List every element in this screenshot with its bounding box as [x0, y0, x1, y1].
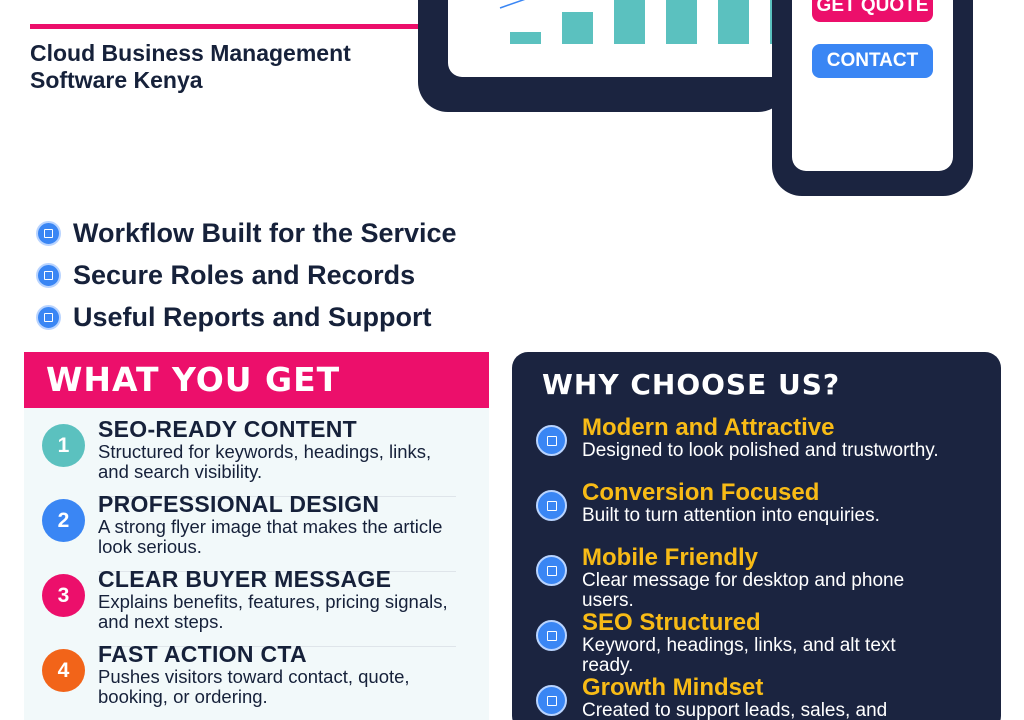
square-bullet-icon: [36, 262, 61, 288]
chart-bar-1: [510, 32, 541, 44]
divider: [98, 496, 456, 497]
chart-trend-line: [499, 0, 526, 9]
laptop-screen: [448, 0, 788, 77]
wcu-item-title: SEO Structured: [582, 609, 761, 636]
number-badge: 3: [42, 574, 85, 617]
wcu-item-title: Growth Mindset: [582, 674, 764, 701]
square-bullet-icon: [36, 220, 61, 246]
feature-label: Secure Roles and Records: [73, 259, 416, 290]
feature-label: Useful Reports and Support: [73, 301, 432, 332]
chart-bar-4: [666, 0, 697, 44]
phone-screen: GET QUOTE CONTACT: [792, 0, 953, 171]
why-choose-us-panel: WHY CHOOSE US? Modern and Attractive Des…: [512, 352, 1001, 720]
square-bullet-icon: [536, 685, 567, 716]
number-badge: 4: [42, 649, 85, 692]
decorative-bar-chart-graphic: [499, 0, 788, 44]
square-bullet-icon: [536, 620, 567, 651]
wcu-item-desc: Created to support leads, sales, and: [582, 700, 888, 720]
wyg-item-title: SEO-READY CONTENT: [98, 416, 357, 442]
accent-line: [30, 24, 418, 29]
contact-button[interactable]: CONTACT: [812, 44, 933, 78]
wcu-item-desc: Clear message for desktop and phone user…: [582, 570, 905, 611]
feature-item: Useful Reports and Support: [36, 296, 457, 338]
wcu-item-desc: Built to turn attention into enquiries.: [582, 505, 880, 526]
what-you-get-panel: WHAT YOU GET 1 SEO-READY CONTENT Structu…: [24, 352, 489, 720]
square-bullet-icon: [536, 490, 567, 521]
wyg-item-title: CLEAR BUYER MESSAGE: [98, 566, 392, 592]
number-badge: 1: [42, 424, 85, 467]
divider: [98, 646, 456, 647]
what-you-get-header: WHAT YOU GET: [24, 352, 489, 408]
feature-item: Workflow Built for the Service: [36, 212, 457, 254]
phone-mockup: GET QUOTE CONTACT: [772, 0, 973, 196]
wyg-item-desc: A strong flyer image that makes the arti…: [98, 516, 443, 557]
wyg-item-desc: Pushes visitors toward contact, quote, b…: [98, 666, 410, 707]
chart-bar-5: [718, 0, 749, 44]
feature-label: Workflow Built for the Service: [73, 217, 457, 248]
wcu-item-desc: Keyword, headings, links, and alt text r…: [582, 635, 896, 676]
wyg-item-title: FAST ACTION CTA: [98, 641, 307, 667]
chart-bar-3: [614, 0, 645, 44]
feature-item: Secure Roles and Records: [36, 254, 457, 296]
wyg-item-title: PROFESSIONAL DESIGN: [98, 491, 380, 517]
why-choose-us-title: WHY CHOOSE US?: [542, 368, 841, 401]
square-bullet-icon: [36, 304, 61, 330]
square-bullet-icon: [536, 555, 567, 586]
wyg-item-desc: Structured for keywords, headings, links…: [98, 441, 432, 482]
wcu-item-title: Modern and Attractive: [582, 414, 835, 441]
wcu-item-title: Conversion Focused: [582, 479, 820, 506]
feature-list: Workflow Built for the Service Secure Ro…: [36, 212, 457, 338]
wcu-item-title: Mobile Friendly: [582, 544, 759, 571]
square-bullet-icon: [536, 425, 567, 456]
chart-bar-2: [562, 12, 593, 44]
number-badge: 2: [42, 499, 85, 542]
laptop-mockup: [418, 0, 788, 112]
what-you-get-title: WHAT YOU GET: [46, 360, 341, 399]
get-quote-button[interactable]: GET QUOTE: [812, 0, 933, 22]
wcu-item-desc: Designed to look polished and trustworth…: [582, 440, 939, 461]
wyg-item-desc: Explains benefits, features, pricing sig…: [98, 591, 448, 632]
page-subtitle: Cloud Business Management Software Kenya: [30, 40, 351, 93]
divider: [98, 571, 456, 572]
